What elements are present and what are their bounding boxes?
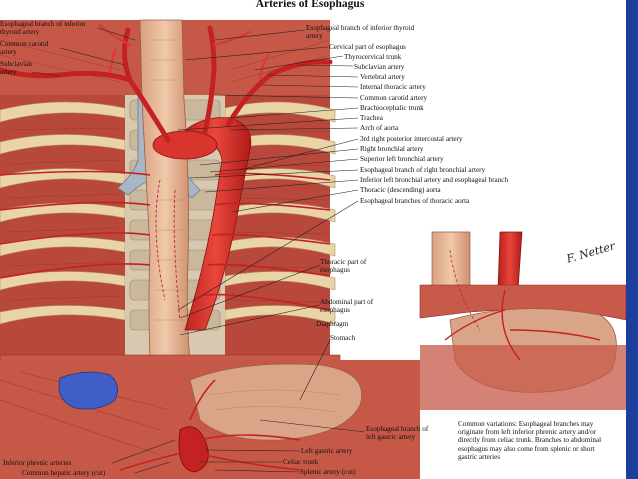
label-stomach: Stomach [330, 334, 356, 342]
label-esophageal-branch-right-bronchial: Esophageal branch of right bronchial art… [360, 166, 486, 174]
stomach [189, 363, 362, 441]
label-esophageal-branch-inferior-thyroid-left: Esophageal branch of inferior thyroid ar… [0, 20, 86, 37]
inset-aorta [497, 231, 523, 291]
leader-lines [31, 27, 366, 474]
label-thyrocervical-trunk: Thyrocervical trunk [344, 53, 402, 61]
slide-accent-bar [626, 0, 638, 479]
celiac-trunk [178, 426, 209, 473]
inset-esophagus [431, 231, 471, 291]
inferior-vena-cava [58, 371, 118, 410]
esophageal-branches [155, 179, 181, 321]
intercostal-arteries [0, 170, 331, 311]
label-3rd-intercostal: 3rd right posterior intercostal artery [360, 135, 463, 143]
label-left-gastric: Left gastric artery [301, 447, 353, 455]
label-inferior-left-bronchial: Inferior left bronchial artery and esoph… [360, 176, 509, 184]
label-subclavian-left: Subclavian artery [0, 60, 32, 77]
inset-abdominal-wall [420, 345, 626, 410]
label-esophageal-branch-left-gastric: Esophageal branch of left gastric artery [366, 425, 429, 442]
label-superior-left-bronchial: Superior left bronchial artery [360, 155, 444, 163]
label-esophageal-branch-inferior-thyroid-right: Esophageal branch of inferior thyroid ar… [306, 24, 415, 41]
label-celiac-trunk: Celiac trunk [283, 458, 319, 466]
label-cervical-esophagus: Cervical part of esophagus [329, 43, 406, 51]
label-arch-of-aorta: Arch of aorta [360, 124, 399, 132]
label-thoracic-esophagus: Thoracic part of esophagus [320, 258, 367, 275]
label-common-carotid-right: Common carotid artery [360, 94, 428, 102]
label-inferior-phrenic: Inferior phrenic arteries [3, 459, 72, 467]
label-right-bronchial: Right bronchial artery [360, 145, 424, 153]
label-common-carotid-left: Common carotid artery [0, 40, 49, 57]
label-subclavian-right: Subclavian artery [354, 63, 405, 71]
label-trachea: Trachea [360, 114, 383, 122]
variations-note: Common variations: Esophageal branches m… [458, 420, 602, 461]
label-esophageal-branches-thoracic-aorta: Esophageal branches of thoracic aorta [360, 197, 470, 205]
label-abdominal-esophagus: Abdominal part of esophagus [320, 298, 374, 315]
label-thoracic-aorta: Thoracic (descending) aorta [360, 186, 441, 194]
slide-title: Arteries of Esophagus [255, 0, 365, 10]
label-vertebral-artery: Vertebral artery [360, 73, 405, 81]
label-internal-thoracic: Internal thoracic artery [360, 83, 426, 91]
label-brachiocephalic-trunk: Brachiocephalic trunk [360, 104, 424, 112]
label-common-hepatic: Common hepatic artery (cut) [22, 469, 106, 477]
label-splenic-artery: Splenic artery (cut) [300, 468, 356, 476]
label-diaphragm: Diaphragm [316, 320, 349, 328]
